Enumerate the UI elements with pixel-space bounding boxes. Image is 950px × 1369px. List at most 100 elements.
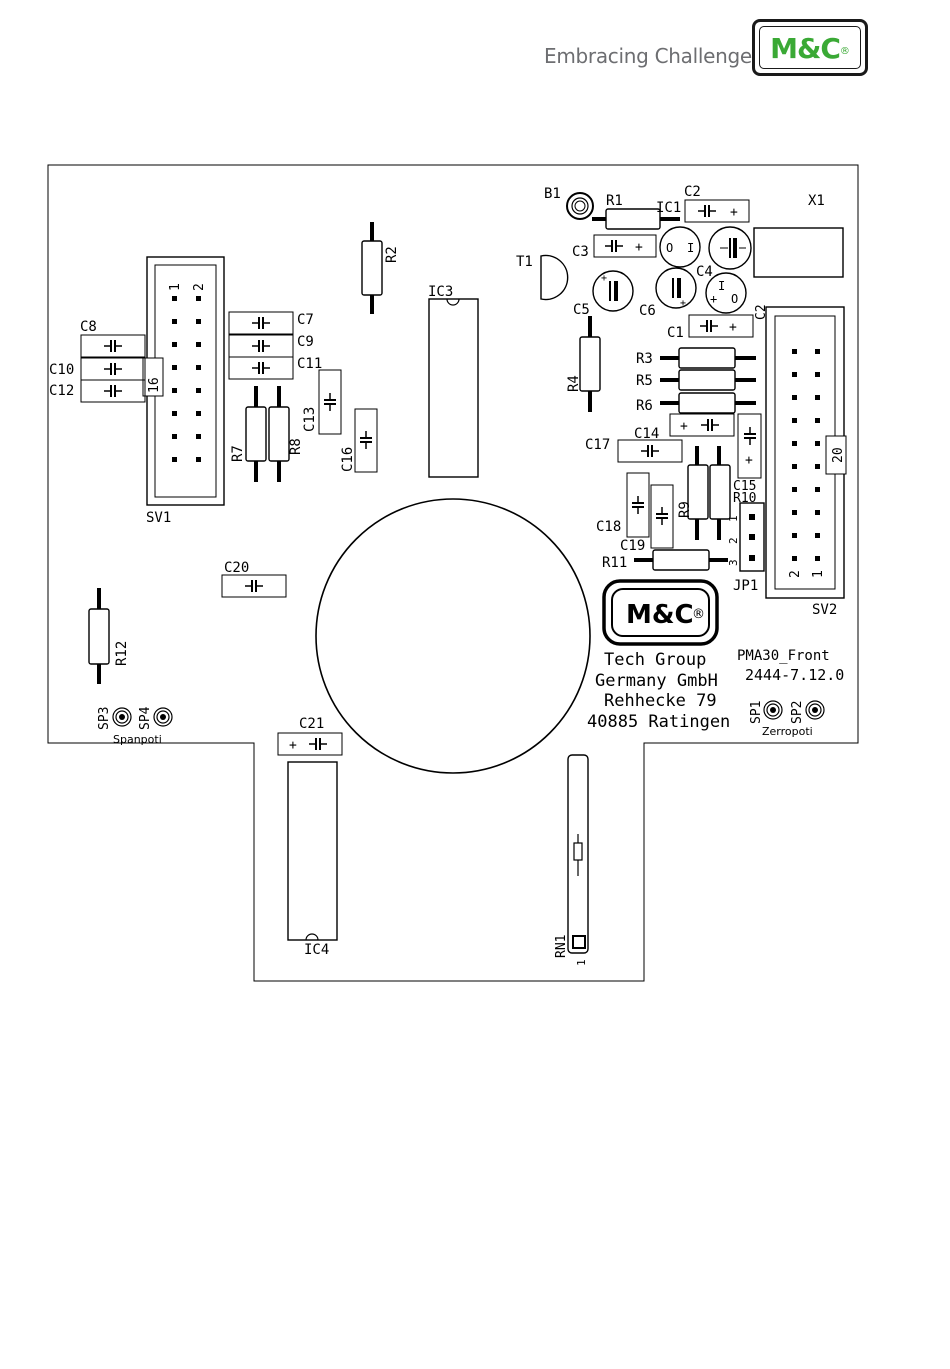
capacitor-c11 [228, 356, 294, 380]
capacitor-c20 [221, 574, 287, 598]
capacitor-c9 [228, 334, 294, 358]
c4-i-label: I [718, 279, 725, 293]
capacitor-c3 [593, 234, 657, 258]
c13-label: C13 [302, 407, 318, 432]
resistor-r11 [634, 549, 728, 571]
c10-label: C10 [49, 362, 74, 378]
electrolytic-capacitor [708, 226, 752, 270]
sv2-label: SV2 [812, 602, 837, 618]
zerropoti-label: Zerropoti [762, 725, 813, 738]
ic4-label: IC4 [304, 942, 329, 958]
c11-label: C11 [297, 356, 322, 372]
r11-label: R11 [602, 555, 627, 571]
c2-plus: + [730, 205, 738, 220]
resistor-r1 [592, 208, 680, 230]
c8-label: C8 [80, 319, 97, 335]
capacitor-c1 [688, 314, 754, 338]
sp1-label: SP1 [749, 701, 764, 724]
ic3-label: IC3 [428, 284, 453, 300]
resistor-r4 [579, 316, 601, 412]
part-name: PMA30_Front [737, 648, 830, 664]
c21-plus: + [289, 738, 297, 753]
c3-plus: + [635, 240, 643, 255]
tagline: Embracing Challenge [544, 44, 752, 68]
c21-label: C21 [299, 716, 324, 732]
c16-label: C16 [340, 447, 356, 472]
sp3-label: SP3 [97, 707, 112, 730]
r5-label: R5 [636, 373, 653, 389]
capacitor-c19 [650, 484, 674, 549]
r9-label: R9 [677, 501, 693, 518]
ic1-o-label: O [666, 241, 673, 255]
sv1-pin2-label: 2 [192, 283, 207, 291]
c12-label: C12 [49, 383, 74, 399]
c7-label: C7 [297, 312, 314, 328]
sv2-pin1-label: 1 [811, 570, 826, 578]
company-logo: M&C® [752, 19, 868, 76]
part-number: 2444-7.12.0 [745, 666, 844, 684]
c14-plus: + [680, 419, 688, 434]
capacitor-c15 [737, 413, 762, 479]
c19-label: C19 [620, 538, 645, 554]
resistor-r2 [361, 222, 383, 314]
r6-label: R6 [636, 398, 653, 414]
c20-label: C20 [224, 560, 249, 576]
capacitor-c17 [617, 439, 683, 463]
capacitor-c13 [318, 369, 342, 435]
resistor-r12 [88, 588, 110, 684]
r12-label: R12 [114, 641, 130, 666]
c15-plus: + [745, 453, 753, 468]
capacitor-c8 [80, 334, 146, 358]
board-outline [47, 164, 859, 982]
c17-label: C17 [585, 437, 610, 453]
ic1-i-label: I [687, 241, 694, 255]
testpoint-sp1 [763, 700, 783, 720]
r1-label: R1 [606, 193, 623, 209]
jp1-label: JP1 [733, 578, 758, 594]
c5-plus: + [601, 273, 607, 284]
address-line-4: 40885 Ratingen [587, 712, 730, 732]
center-cutout [315, 498, 591, 774]
c4-label: C4 [696, 264, 713, 280]
c1-plus: + [729, 320, 737, 335]
capacitor-c21 [277, 732, 343, 756]
r3-label: R3 [636, 351, 653, 367]
c4-plus: + [710, 292, 717, 306]
resistor-r9 [687, 446, 709, 540]
resistor-r8 [268, 386, 290, 482]
ic3-dip [428, 298, 479, 478]
b1-label: B1 [544, 186, 561, 202]
capacitor-c7 [228, 311, 294, 335]
c18-label: C18 [596, 519, 621, 535]
resistor-r10 [709, 446, 731, 540]
capacitor-c12 [80, 379, 146, 403]
sv1-pin1-label: 1 [168, 283, 183, 291]
testpoint-sp4 [153, 707, 173, 727]
sv1-label: SV1 [146, 510, 171, 526]
sv2-connector [765, 306, 847, 599]
resistor-network-rn1 [567, 754, 589, 954]
c2-side-label: C2 [754, 304, 769, 320]
connector-x1 [753, 227, 844, 278]
c9-label: C9 [297, 334, 314, 350]
jp1-pin2: 2 [727, 537, 740, 544]
c3-label: C3 [572, 244, 589, 260]
r10-label: R10 [733, 491, 756, 506]
r2-label: R2 [384, 246, 400, 263]
r8-label: R8 [288, 438, 304, 455]
sv1-pin16-label: 16 [147, 377, 162, 393]
jumper-jp1 [739, 502, 765, 572]
jp1-pin3: 3 [727, 559, 740, 566]
r7-label: R7 [230, 445, 246, 462]
address-line-2: Germany GmbH [595, 671, 718, 691]
sp2-label: SP2 [790, 701, 805, 724]
capacitor-c10 [80, 357, 146, 381]
capacitor-c2 [684, 199, 750, 223]
spanpoti-label: Spanpoti [113, 733, 162, 746]
c15-label: C15 [733, 479, 756, 494]
c14-label: C14 [634, 426, 659, 442]
capacitor-c14 [669, 413, 735, 437]
address-line-1: Tech Group [604, 650, 706, 670]
silkscreen-logo [602, 579, 719, 646]
